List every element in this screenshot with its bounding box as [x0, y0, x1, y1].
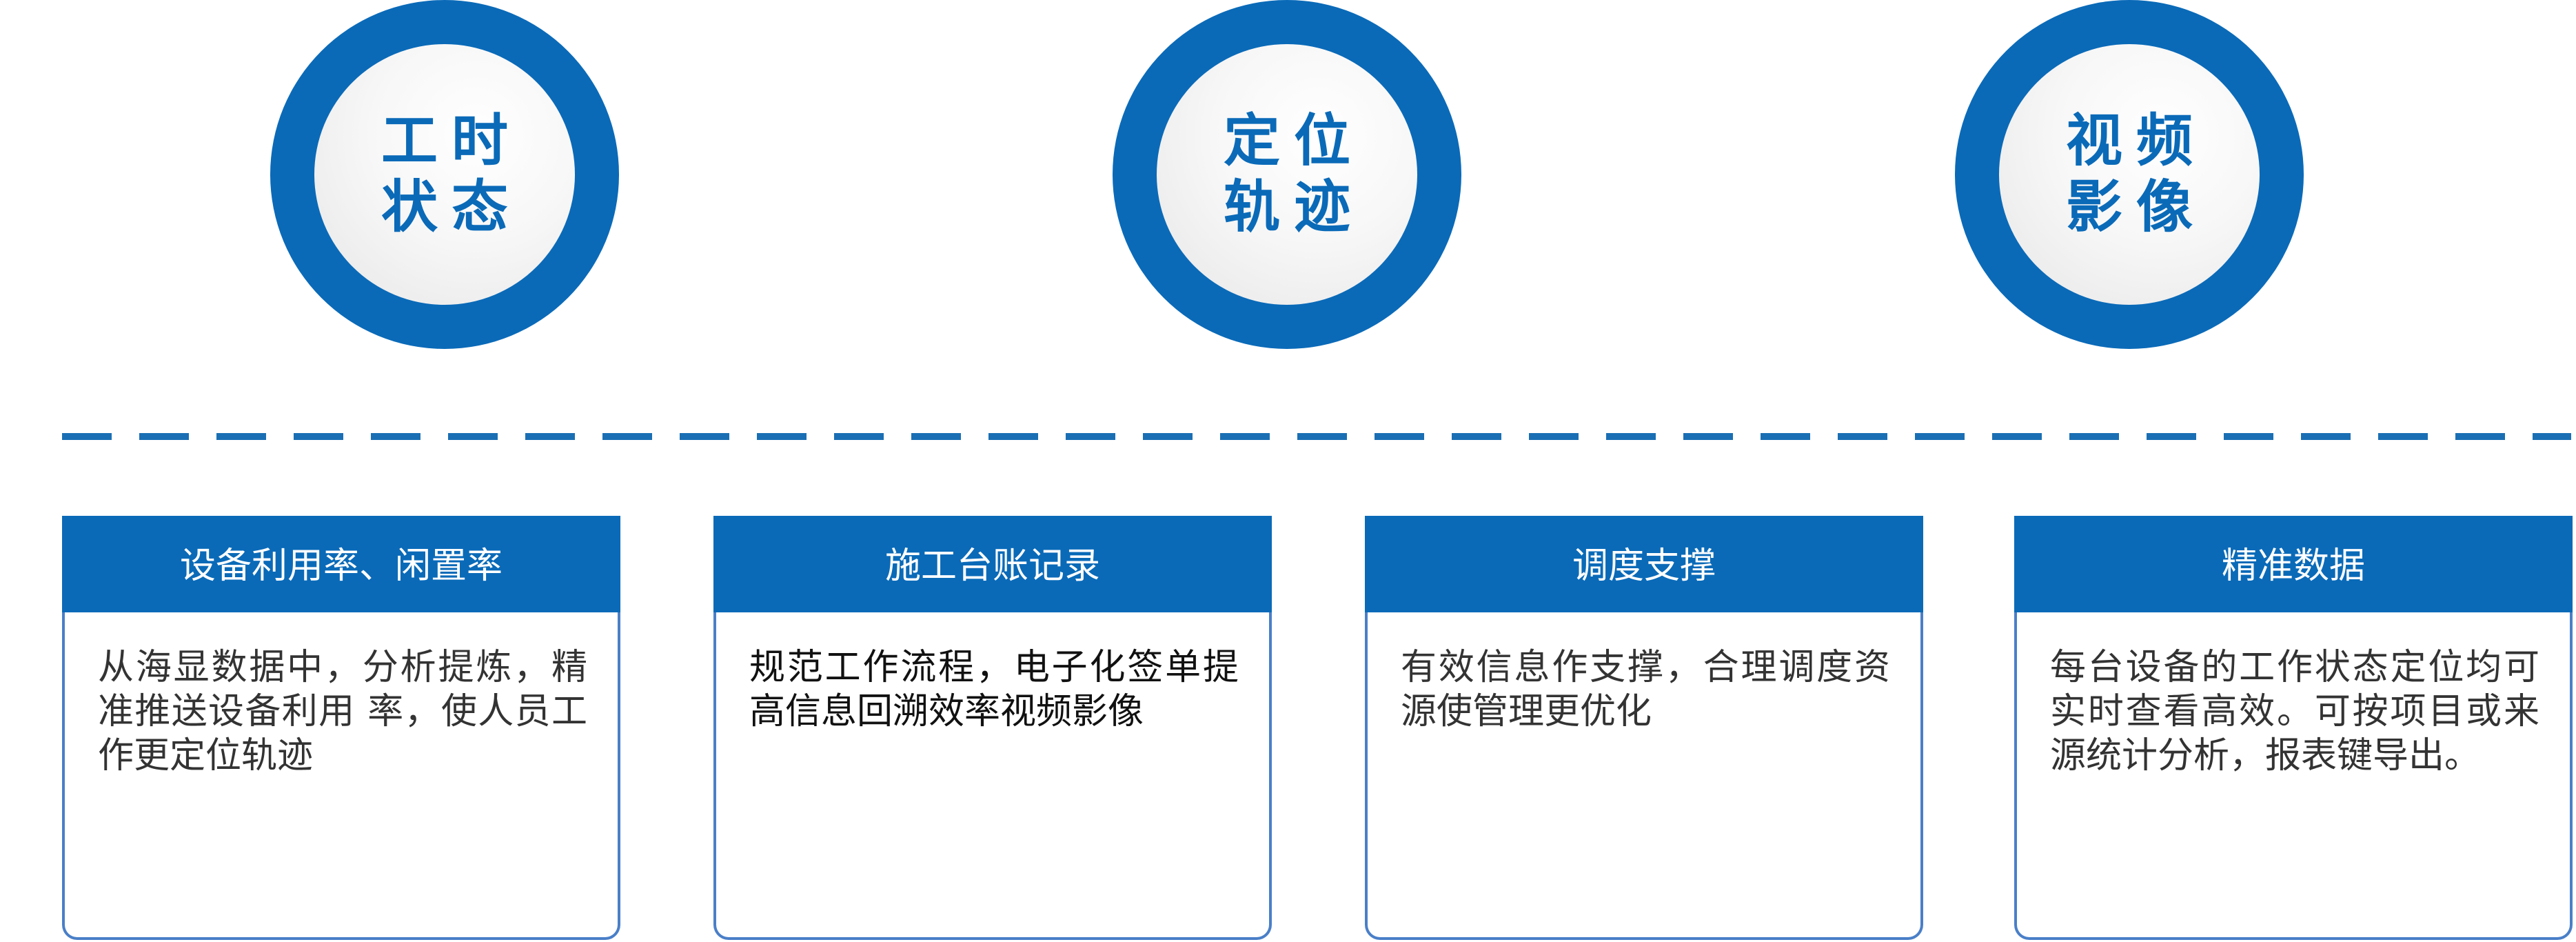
- card-text: 规范工作流程，电子化签单提高信息回溯效率视频影像: [749, 647, 1239, 732]
- circle-label-work-status: 工时状态: [381, 108, 522, 240]
- card-body: 有效信息作支撑，合理调度资源使管理更优化: [1365, 612, 1923, 940]
- card-utilization: 设备利用率、闲置率 从海显数据中，分析提炼，精准推送设备利用 率，使人员工作更定…: [62, 516, 620, 940]
- circle-video-image: 视频影像: [1955, 0, 2304, 349]
- circle-location-track: 定位轨迹: [1113, 0, 1461, 349]
- circle-label-video-image: 视频影像: [2065, 108, 2207, 240]
- circle-inner: 视频影像: [1999, 44, 2260, 305]
- card-precise-data: 精准数据 每台设备的工作状态定位均可实时查看高效。可按项目或来源统计分析，报表键…: [2014, 516, 2573, 940]
- dashed-divider: [62, 433, 2571, 440]
- circle-work-status: 工时状态: [270, 0, 619, 349]
- card-title: 调度支撑: [1365, 516, 1923, 612]
- circle-inner: 定位轨迹: [1157, 44, 1417, 305]
- card-text: 从海显数据中，分析提炼，精准推送设备利用 率，使人员工作更定位轨迹: [98, 647, 587, 776]
- card-body: 规范工作流程，电子化签单提高信息回溯效率视频影像: [713, 612, 1272, 940]
- circle-inner: 工时状态: [314, 44, 575, 305]
- circle-label-location-track: 定位轨迹: [1223, 108, 1364, 240]
- card-body: 每台设备的工作状态定位均可实时查看高效。可按项目或来源统计分析，报表键导出。: [2014, 612, 2573, 940]
- card-title: 施工台账记录: [713, 516, 1272, 612]
- card-title: 设备利用率、闲置率: [62, 516, 620, 612]
- card-dispatch-support: 调度支撑 有效信息作支撑，合理调度资源使管理更优化: [1365, 516, 1923, 940]
- card-title: 精准数据: [2014, 516, 2573, 612]
- card-body: 从海显数据中，分析提炼，精准推送设备利用 率，使人员工作更定位轨迹: [62, 612, 620, 940]
- card-text: 有效信息作支撑，合理调度资源使管理更优化: [1401, 647, 1890, 732]
- card-construction-ledger: 施工台账记录 规范工作流程，电子化签单提高信息回溯效率视频影像: [713, 516, 1272, 940]
- card-text: 每台设备的工作状态定位均可实时查看高效。可按项目或来源统计分析，报表键导出。: [2050, 647, 2539, 776]
